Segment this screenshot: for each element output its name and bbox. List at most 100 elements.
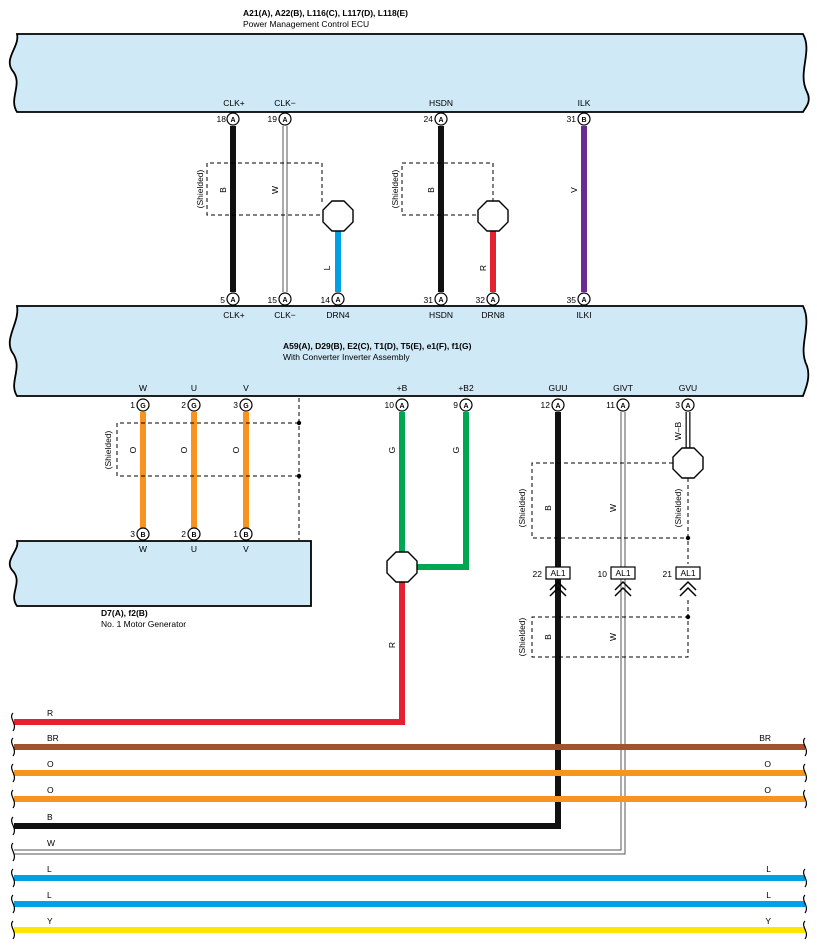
harness-wire-0: R — [47, 708, 53, 718]
harness-label-left-5: W — [47, 838, 55, 848]
harness-label-left-7: L — [47, 890, 52, 900]
svg-text:1: 1 — [233, 529, 238, 539]
break-mark — [802, 737, 808, 757]
svg-text:19: 19 — [268, 114, 278, 124]
inv-pin-plus-b: +B 10 A — [385, 383, 409, 412]
svg-text:A: A — [282, 297, 287, 304]
harness-break-marks — [10, 712, 808, 940]
svg-text:G: G — [243, 403, 249, 410]
inv-pin-clk-minus: 15 A CLK− — [268, 292, 296, 320]
harness-label-left-8: Y — [47, 916, 53, 926]
ecu-pin-clk-minus: CLK− 19 A — [268, 98, 296, 126]
svg-text:CLK+: CLK+ — [223, 98, 245, 108]
svg-text:3: 3 — [675, 400, 680, 410]
svg-text:10: 10 — [598, 569, 608, 579]
break-mark — [802, 894, 808, 914]
svg-text:9: 9 — [453, 400, 458, 410]
svg-text:B: B — [581, 117, 586, 124]
shield-splice-hsdn — [477, 200, 509, 232]
shield-label-gate-left: (Shielded) — [517, 488, 527, 527]
svg-text:B: B — [191, 532, 196, 539]
shield-box-motor — [116, 398, 302, 540]
svg-text:31: 31 — [424, 295, 434, 305]
ecu-name: Power Management Control ECU — [243, 19, 369, 29]
harness-wire-4: B — [47, 812, 53, 822]
harness-label-left-4: B — [47, 812, 53, 822]
al1-connector-22: 22 AL1 — [533, 566, 571, 597]
harness-label-left-2: O — [47, 759, 54, 769]
svg-text:11: 11 — [606, 400, 615, 410]
svg-text:A: A — [230, 117, 235, 124]
harness-label-right-3: O — [764, 785, 771, 795]
break-mark — [10, 763, 16, 783]
motor-pin-u: 2 B U — [181, 527, 201, 554]
svg-text:G: G — [140, 403, 146, 410]
shield-label-lower: (Shielded) — [517, 617, 527, 656]
svg-text:12: 12 — [541, 400, 551, 410]
svg-text:B: B — [140, 532, 145, 539]
svg-text:CLK+: CLK+ — [223, 310, 245, 320]
svg-text:15: 15 — [268, 295, 278, 305]
inv-pin-drn8: 32 A DRN8 — [476, 292, 505, 320]
svg-text:A: A — [399, 403, 404, 410]
svg-text:31: 31 — [567, 114, 577, 124]
svg-text:U: U — [191, 544, 197, 554]
inv-pin-w: W 1 G — [130, 383, 150, 412]
break-mark — [10, 816, 16, 836]
wire-givt — [14, 412, 626, 855]
harness-label-right-8: Y — [765, 916, 771, 926]
inv-pin-guu: GUU 12 A — [541, 383, 567, 412]
harness-label-right-6: L — [766, 864, 771, 874]
break-mark — [802, 789, 808, 809]
splice-plus-b — [386, 551, 418, 583]
svg-text:3: 3 — [233, 400, 238, 410]
wire-color-plus-b: G — [387, 447, 397, 454]
wire-color-guu-lower: B — [543, 634, 553, 640]
wire-color-plus-b-out: R — [387, 642, 397, 648]
shield-label-clk: (Shielded) — [195, 169, 205, 208]
wire-color-motor-u: O — [179, 446, 189, 453]
svg-text:32: 32 — [476, 295, 486, 305]
svg-text:A: A — [438, 117, 443, 124]
shield-splice-clk — [322, 200, 354, 232]
al1-connector-10: 10 AL1 — [598, 566, 636, 597]
svg-text:18: 18 — [217, 114, 227, 124]
harness-label-right-1: BR — [759, 733, 771, 743]
svg-text:GVU: GVU — [679, 383, 697, 393]
wire-color-plus-b2: G — [451, 447, 461, 454]
svg-text:CLK−: CLK− — [274, 98, 296, 108]
motor-pin-v: 1 B V — [233, 527, 253, 554]
break-mark — [10, 789, 16, 809]
inv-pin-givt: GIVT 11 A — [606, 383, 633, 412]
svg-text:B: B — [243, 532, 248, 539]
inv-pin-hsdn: 31 A HSDN — [424, 292, 453, 320]
wire-color-guu: B — [543, 505, 553, 511]
shield-splice-gvu — [672, 447, 704, 479]
svg-text:5: 5 — [220, 295, 225, 305]
svg-text:14: 14 — [321, 295, 331, 305]
wire-guu — [14, 412, 561, 829]
motor-ids: D7(A), f2(B) — [101, 608, 148, 618]
svg-text:V: V — [243, 383, 249, 393]
wire-plus-b2 — [414, 412, 469, 570]
svg-text:24: 24 — [424, 114, 434, 124]
svg-text:+B: +B — [397, 383, 408, 393]
ecu-pin-hsdn: HSDN 24 A — [424, 98, 453, 126]
wire-plus-b-out — [14, 580, 405, 725]
harness-label-left-0: R — [47, 708, 53, 718]
svg-text:1: 1 — [130, 400, 135, 410]
svg-text:W: W — [139, 544, 147, 554]
wire-color-gvu: W–B — [673, 421, 683, 440]
svg-text:22: 22 — [533, 569, 543, 579]
wire-color-ilk: V — [569, 187, 579, 193]
break-mark — [802, 920, 808, 940]
shield-box-gate — [531, 462, 689, 564]
break-mark — [10, 868, 16, 888]
inverter-name: With Converter Inverter Assembly — [283, 352, 410, 362]
svg-text:21: 21 — [663, 569, 673, 579]
svg-text:V: V — [243, 544, 249, 554]
